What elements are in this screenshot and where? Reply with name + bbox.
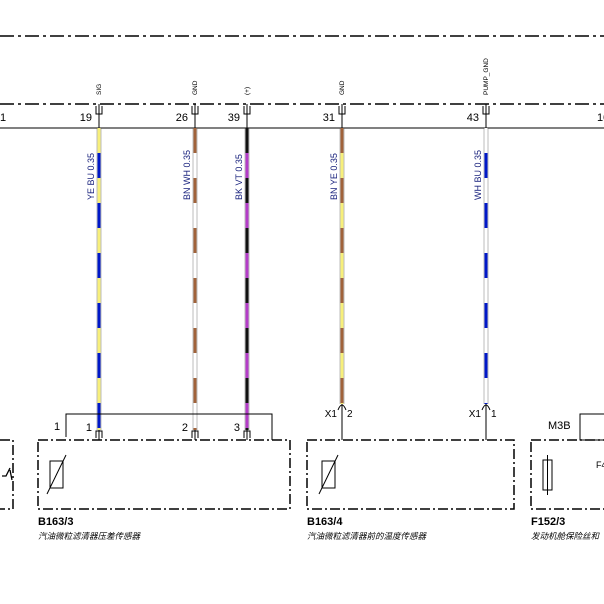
fuse-label: F4 — [596, 460, 604, 470]
bottom-pin-19: 1 — [86, 422, 92, 434]
connector-tag-m3b: M3B — [548, 420, 571, 432]
component-box-b163-4[interactable] — [306, 439, 515, 510]
sensor-icon-b163-4 — [318, 454, 339, 495]
component-box-f152-3[interactable] — [530, 439, 604, 510]
sensor-icon-b163-3 — [46, 454, 67, 495]
wire-group: 19 SIG YE BU 0.35 1 26 GND BN WH 0.35 2 39 (+) BK … — [80, 58, 497, 440]
signal-name-43: PUMP_GND — [483, 58, 490, 95]
wire-label-19: YE BU 0.35 — [86, 153, 96, 200]
edge-pin-left: 1 — [0, 112, 6, 124]
component-box-left-partial — [0, 439, 14, 510]
fuse-icon — [542, 455, 553, 495]
pin-number-26: 26 — [176, 112, 188, 124]
switch-icon — [2, 467, 13, 481]
signal-name-39: (+) — [244, 87, 251, 95]
component-code-b163-3: B163/3 — [38, 516, 73, 528]
inline-pin-31: 2 — [347, 409, 353, 420]
pin-number-43: 43 — [467, 112, 479, 124]
component-code-f152-3: F152/3 — [531, 516, 565, 528]
inline-connector-label-31: X1 — [325, 409, 338, 420]
component-name-b163-4: 汽油微粒滤清器前的温度传感器 — [307, 531, 428, 541]
pin-number-39: 39 — [228, 112, 240, 124]
bus-pin-label: 1 — [54, 421, 60, 433]
wire-label-31: BN YE 0.35 — [329, 153, 339, 200]
bottom-pin-39: 3 — [234, 422, 240, 434]
bottom-pin-26: 2 — [182, 422, 188, 434]
component-name-b163-3: 汽油微粒滤清器压差传感器 — [38, 531, 142, 541]
signal-name-19: SIG — [96, 84, 103, 95]
signal-name-31: GND — [339, 80, 346, 95]
b163-3-connector-bus — [65, 413, 273, 440]
wire-label-26: BN WH 0.35 — [182, 150, 192, 200]
pin-number-19: 19 — [80, 112, 92, 124]
component-name-f152-3: 发动机舱保险丝和 — [531, 531, 601, 541]
inline-pin-43: 1 — [491, 409, 497, 420]
wire-label-39: BK VT 0.35 — [234, 154, 244, 200]
edge-pin-right: 10 — [597, 112, 604, 124]
pin-number-31: 31 — [323, 112, 335, 124]
inline-connector-label-43: X1 — [469, 409, 482, 420]
component-box-b163-3[interactable] — [37, 439, 291, 510]
signal-name-26: GND — [192, 80, 199, 95]
m3b-connector-outline — [579, 413, 604, 441]
component-code-b163-4: B163/4 — [307, 516, 343, 528]
wire-label-43: WH BU 0.35 — [473, 150, 483, 200]
